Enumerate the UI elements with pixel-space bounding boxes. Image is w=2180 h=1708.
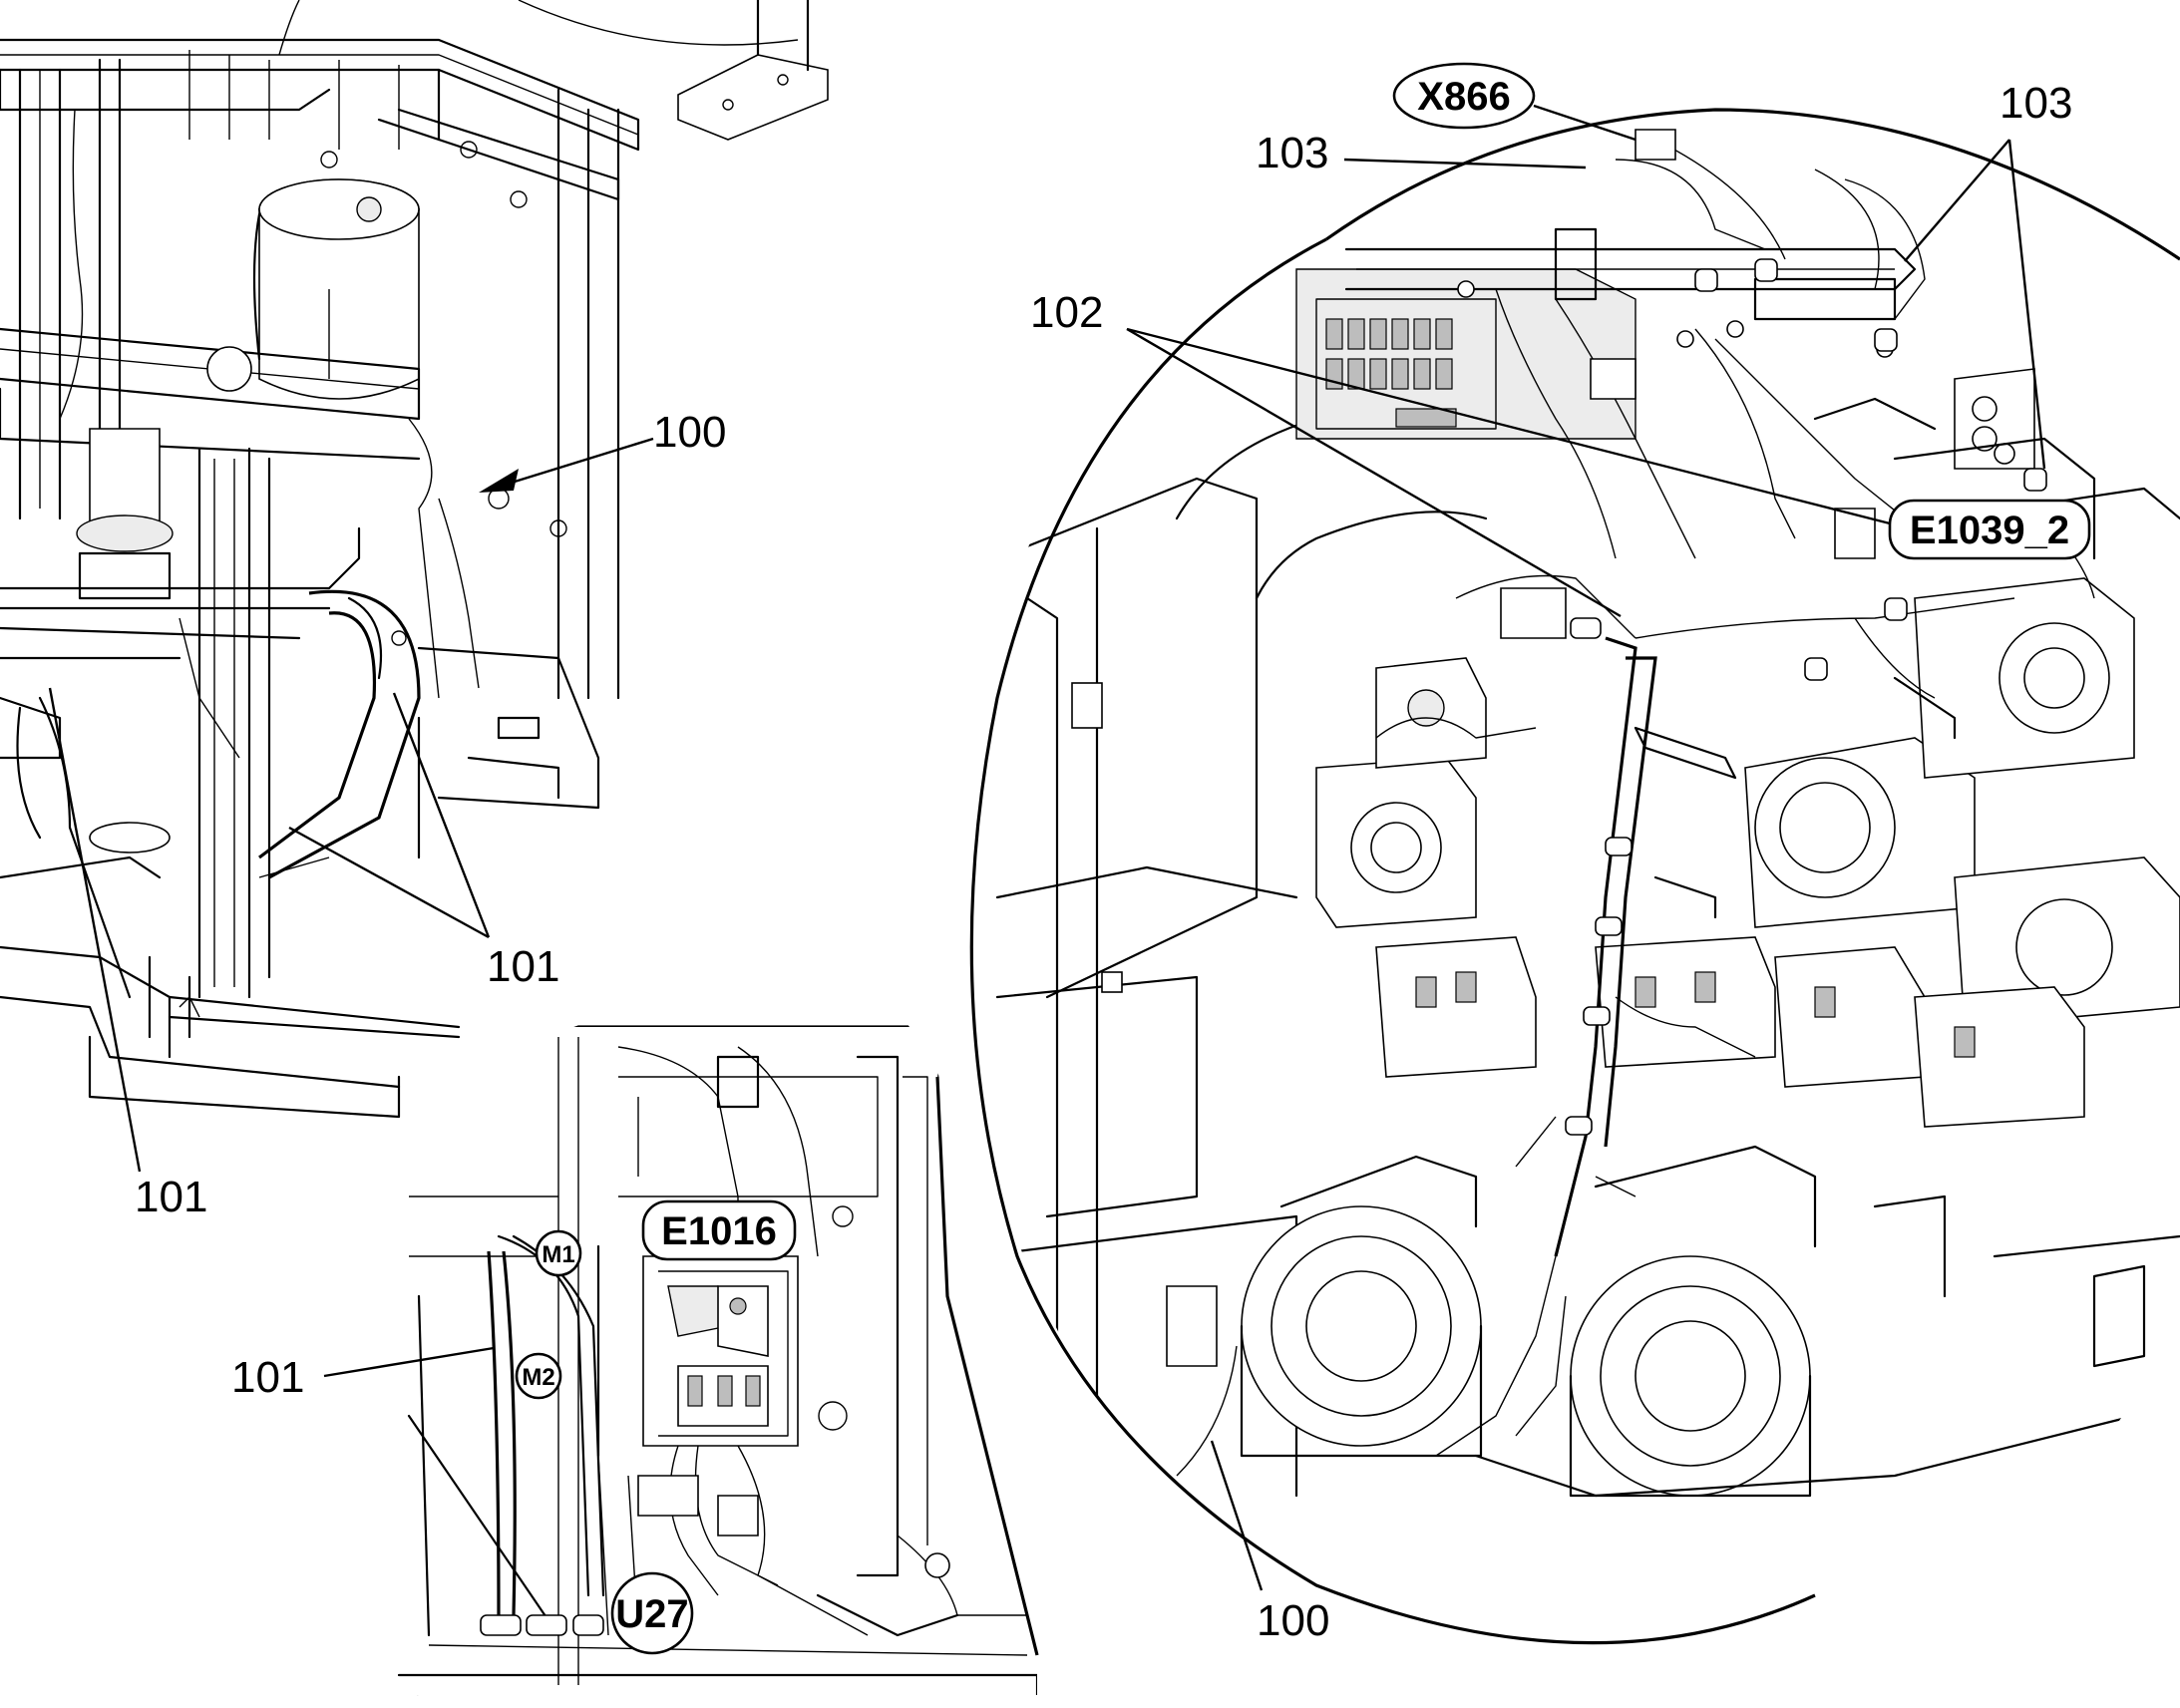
right-detail-view [957, 108, 2180, 1705]
callout-101-inset: 101 [231, 1353, 304, 1402]
component-tags: X866 E1039_2 E1016 U27 M1 M2 [515, 62, 2091, 1655]
tag-m1: M1 [535, 1229, 582, 1277]
svg-text:M1: M1 [542, 1241, 574, 1268]
svg-text:M2: M2 [522, 1364, 554, 1391]
tag-m2: M2 [515, 1352, 562, 1400]
left-frame-view [0, 0, 829, 1119]
callout-102: 102 [1030, 288, 1103, 337]
callout-100-right: 100 [1257, 1596, 1329, 1645]
callout-103-right: 103 [1999, 79, 2072, 128]
callout-labels: 100 101 101 101 100 102 103 103 [135, 79, 2072, 1645]
tag-x866: X866 [1392, 62, 1536, 130]
relay-block [1325, 318, 1457, 428]
callout-100-left: 100 [653, 408, 726, 457]
inset-view-lower [394, 1025, 1039, 1696]
svg-text:X866: X866 [1417, 75, 1510, 119]
leader-lines [48, 104, 2046, 1591]
tag-e1016: E1016 [641, 1199, 797, 1261]
callout-101-left-mid: 101 [487, 942, 559, 991]
svg-text:E1039_2: E1039_2 [1910, 509, 2069, 552]
tag-e1039-2: E1039_2 [1888, 499, 2091, 560]
callout-103-left: 103 [1256, 129, 1328, 177]
svg-text:E1016: E1016 [661, 1209, 777, 1253]
callout-101-left-bottom: 101 [135, 1173, 207, 1221]
svg-text:U27: U27 [615, 1592, 688, 1636]
tag-u27: U27 [610, 1571, 694, 1655]
arrow-head-icon [479, 469, 519, 493]
